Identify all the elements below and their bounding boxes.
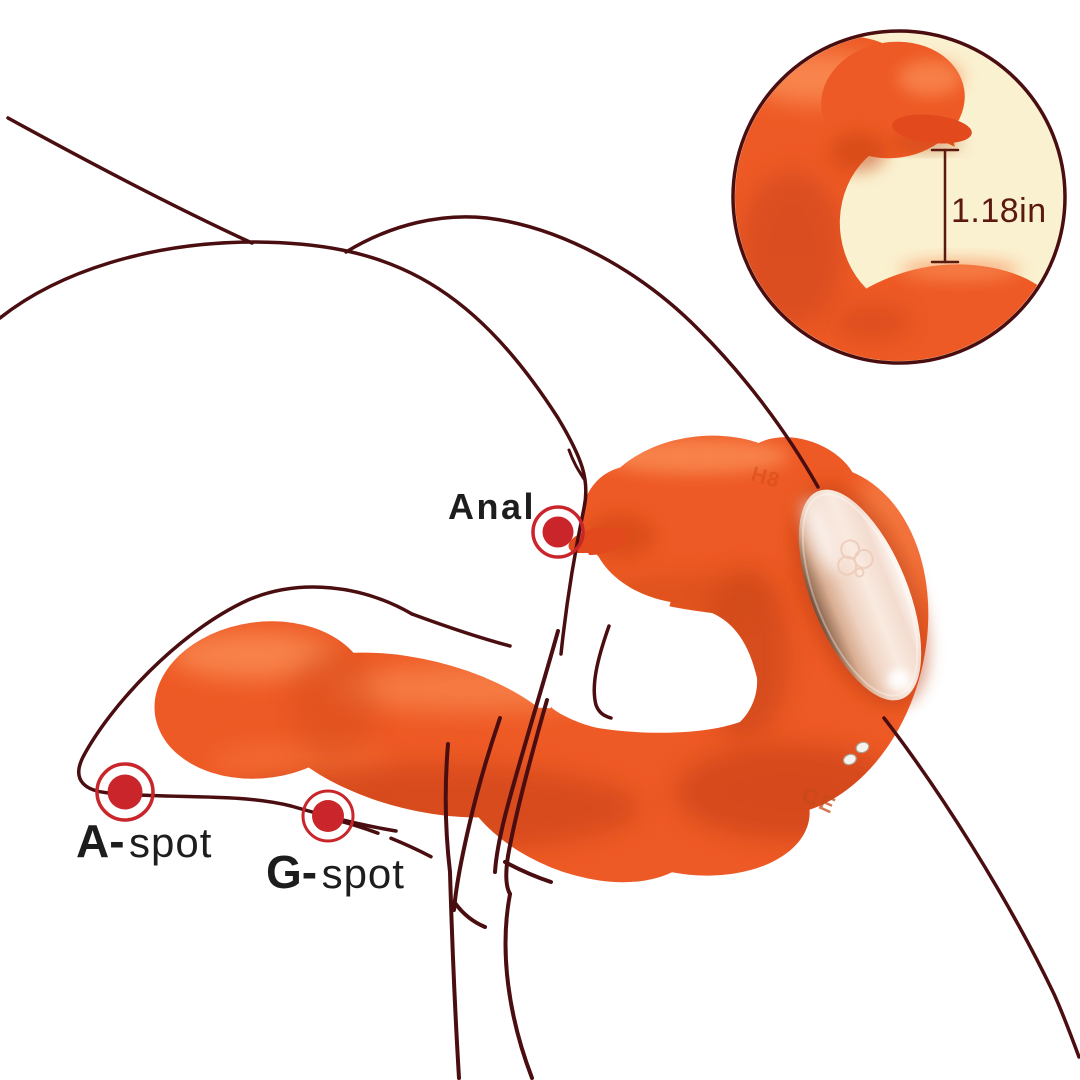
g-spot-marker-dot: [312, 800, 344, 832]
measurement-line: [930, 148, 960, 264]
fold-line-1: [493, 629, 560, 874]
panel-rim-light: [801, 493, 919, 697]
g-spot-label-prefix: G-: [266, 846, 317, 898]
anal-label: Anal: [448, 486, 536, 527]
target-markers: [95, 505, 585, 843]
mons-line: [410, 612, 512, 648]
panel-bottom-shine: [887, 668, 910, 691]
g-spot-marker: [301, 789, 355, 843]
g-spot-label-suffix: spot: [322, 850, 405, 897]
shade-neck-shadow: [291, 644, 375, 760]
inset-tongue-tip: [892, 114, 972, 144]
fold-branch-1: [503, 860, 553, 884]
text-labels: Anal A- spot G- spot: [76, 486, 536, 898]
a-spot-marker: [95, 762, 155, 822]
fold-line-5: [503, 892, 534, 1080]
fold-line-4: [443, 742, 461, 1080]
vulva-outline-dashes: [334, 818, 445, 865]
hip-line-lower: [882, 716, 1080, 1059]
inset-mouth-shadow: [830, 132, 886, 172]
inset-wave-highlight: [900, 260, 1020, 280]
buttock-arc-line: [0, 240, 588, 656]
inset-product-closeup: [735, 36, 1063, 361]
upper-left-diagonal-line: [6, 116, 254, 245]
g-spot-marker-ring: [301, 789, 355, 843]
fold-branch-2: [453, 901, 487, 929]
fold-line-2: [504, 698, 549, 896]
a-spot-label-prefix: A-: [76, 815, 125, 867]
a-spot-marker-dot: [107, 774, 143, 810]
perineum-s-curve: [592, 624, 613, 720]
inset-circle-border: [731, 29, 1067, 365]
inset-content: [735, 36, 1063, 361]
rose-gold-panel: [791, 483, 929, 707]
dimension-inset: 1.18in: [731, 29, 1067, 365]
shade-head-highlight: [170, 631, 340, 679]
fold-line-3: [452, 716, 502, 912]
inset-head-highlight: [898, 60, 962, 96]
a-spot-label: A- spot: [76, 815, 212, 867]
buttock-arc-fork: [567, 448, 586, 481]
charging-contacts: [842, 741, 870, 766]
a-spot-marker-ring: [95, 762, 155, 822]
charging-contact-dot: [842, 753, 857, 766]
anal-marker-dot: [542, 516, 574, 548]
labia-fold-lines: [443, 629, 560, 1080]
anatomy-outline-lines: [0, 116, 1080, 1080]
charging-contact-dot: [855, 741, 870, 754]
a-spot-label-suffix: spot: [129, 819, 212, 866]
measurement-label: 1.18in: [951, 192, 1047, 230]
panel-top-highlight: [802, 498, 839, 573]
anal-marker: [531, 505, 585, 559]
inset-arm-shade-dark: [740, 170, 844, 326]
hip-line-upper: [344, 215, 820, 489]
flower-emblem-icon: [837, 539, 874, 578]
inset-wave-shadow: [832, 304, 912, 340]
g-spot-label: G- spot: [266, 846, 405, 898]
anal-marker-ring: [531, 505, 585, 559]
inner-gap-carve: [552, 553, 758, 733]
